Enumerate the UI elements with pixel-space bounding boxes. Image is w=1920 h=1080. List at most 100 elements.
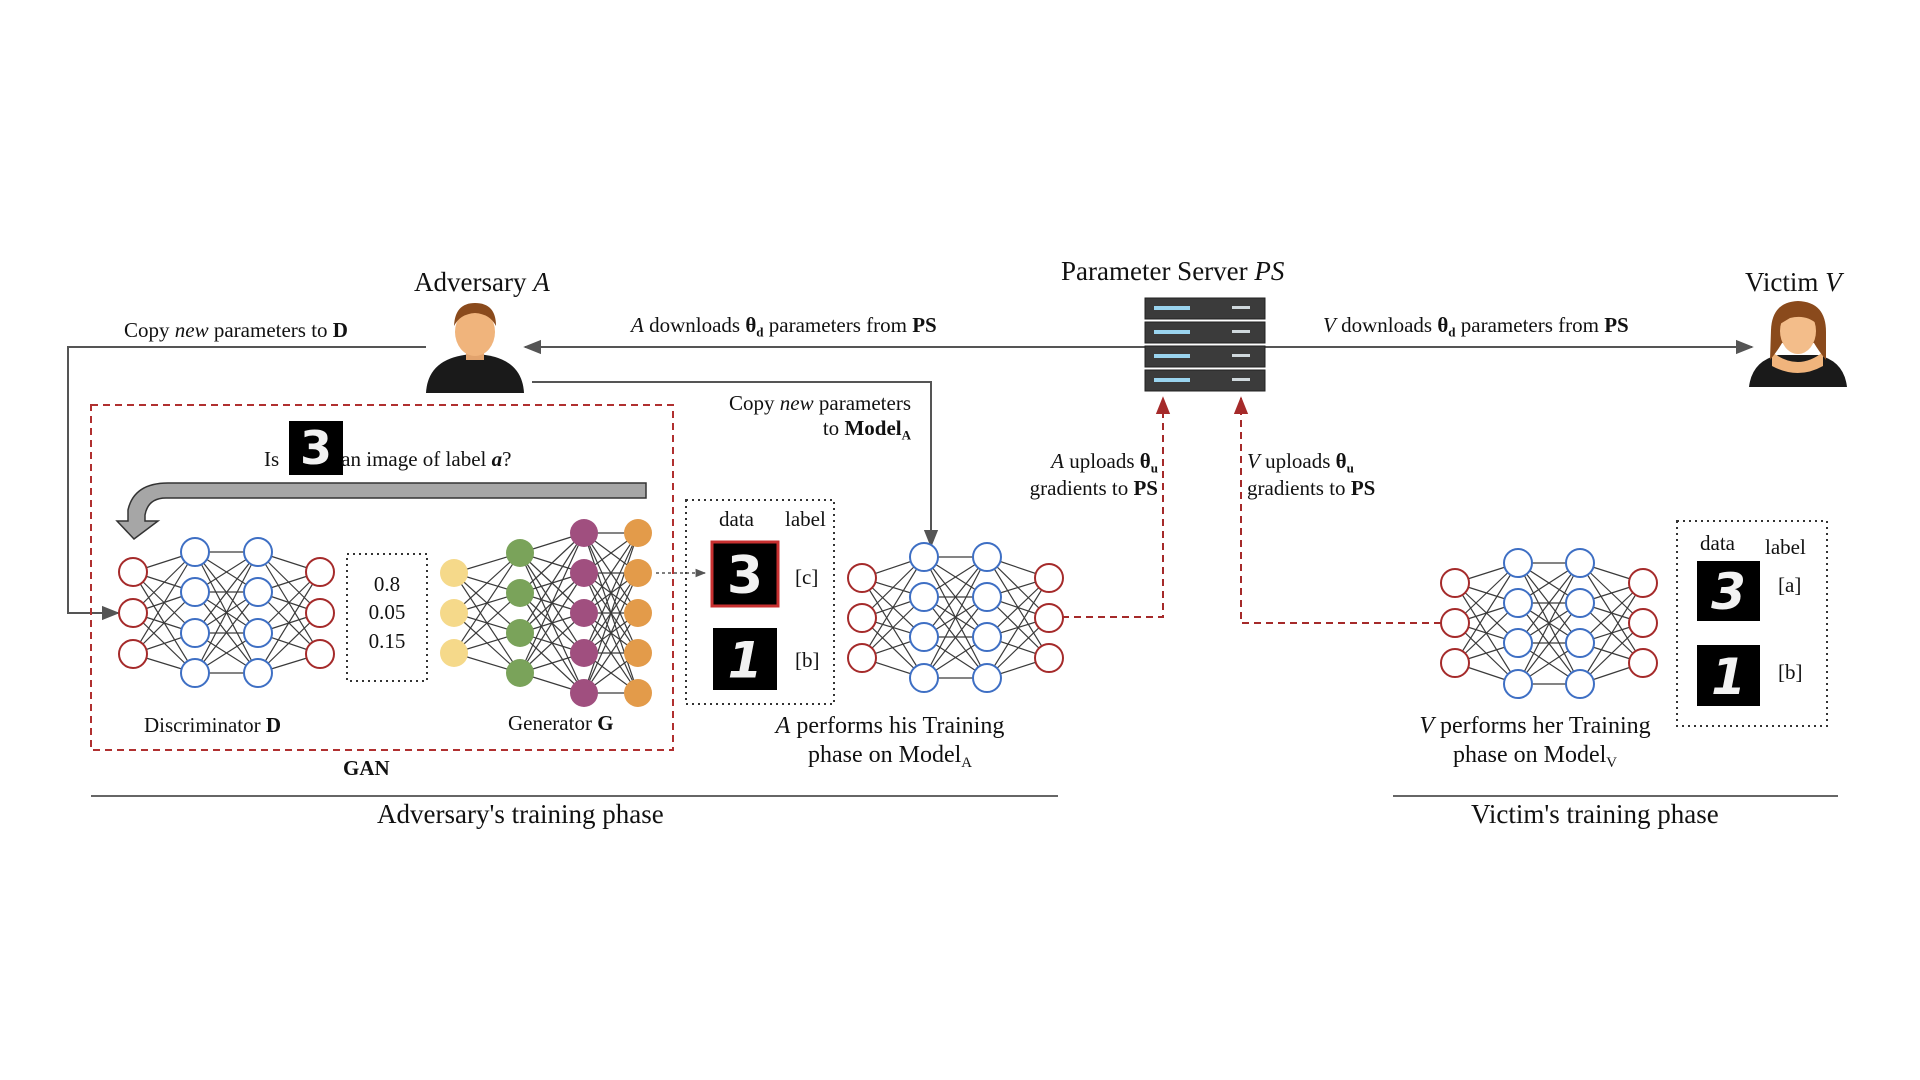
server-port xyxy=(1232,378,1250,381)
model-a-node xyxy=(972,582,1002,612)
model-a-node xyxy=(972,663,1002,693)
feedback-arrow xyxy=(115,482,647,541)
model-v-edge xyxy=(1517,562,1581,685)
model-v-node xyxy=(1503,588,1533,618)
model-a-node xyxy=(1034,603,1064,633)
model-a-edge xyxy=(923,556,988,679)
victim-digit-image-glyph: 3 xyxy=(1711,563,1746,621)
copy-to-d-arrow xyxy=(67,346,426,621)
discriminator-node xyxy=(180,537,210,567)
discriminator-node xyxy=(180,658,210,688)
generator-edge xyxy=(519,532,585,674)
model-a-node xyxy=(909,542,939,572)
generator-edge xyxy=(519,612,585,674)
adversary-phase-label: Adversary's training phase xyxy=(377,799,664,829)
generator-node xyxy=(624,599,652,627)
server-led xyxy=(1154,306,1190,310)
generator-node xyxy=(624,639,652,667)
model-a-node xyxy=(909,622,939,652)
generator-node xyxy=(570,639,598,667)
model-a-node xyxy=(847,603,877,633)
a-uploads-arrow xyxy=(1062,396,1171,618)
v-uploads-label: V uploads θu gradients to PS xyxy=(1247,449,1376,501)
generator-node xyxy=(570,519,598,547)
generator-node xyxy=(624,679,652,707)
adversary-training-label: A performs his Training phase on ModelA xyxy=(775,713,1005,771)
discriminator-node xyxy=(243,658,273,688)
discriminator-edge xyxy=(194,551,259,634)
model-v-node xyxy=(1628,568,1658,598)
discriminator-node xyxy=(180,618,210,648)
generator-edge xyxy=(453,552,521,654)
probability-value: 0.05 xyxy=(368,600,406,625)
server-unit xyxy=(1144,345,1266,368)
generator-node xyxy=(506,659,534,687)
gan-border xyxy=(90,404,674,751)
question-digit-image xyxy=(289,421,343,475)
discriminator-node xyxy=(243,537,273,567)
generator-node xyxy=(506,539,534,567)
discriminator-node xyxy=(118,557,148,587)
question-digit-image-glyph: 3 xyxy=(300,421,332,475)
adversary-title: Adversary A xyxy=(414,267,550,297)
generator-node xyxy=(440,559,468,587)
a-downloads-label: A downloads θd parameters from PS xyxy=(631,313,937,340)
model-v-edge xyxy=(1517,562,1581,644)
discriminator-node xyxy=(305,557,335,587)
discriminator-label: Discriminator D xyxy=(144,713,282,737)
generator-node xyxy=(570,599,598,627)
model-a-node xyxy=(972,542,1002,572)
generator-edge xyxy=(453,552,521,614)
adversary-digit-image xyxy=(713,628,777,690)
victim-digit-image xyxy=(1697,645,1760,706)
victim-row-label: [b] xyxy=(1778,660,1803,684)
victim-digit-image-glyph: 1 xyxy=(1711,648,1746,706)
discriminator-node xyxy=(305,598,335,628)
generator-edge xyxy=(583,572,639,694)
victim-digit-image xyxy=(1697,561,1760,621)
generator-edge xyxy=(583,532,639,654)
model-v-node xyxy=(1565,628,1595,658)
discriminator-node xyxy=(180,577,210,607)
adversary-label-header: label xyxy=(785,507,826,531)
generator-edge xyxy=(453,592,521,654)
generator-edge xyxy=(583,532,639,694)
model-v-node xyxy=(1440,608,1470,638)
server-led xyxy=(1154,354,1190,358)
victim-row-label: [a] xyxy=(1778,573,1802,597)
model-a-node xyxy=(847,643,877,673)
victim-phase-label: Victim's training phase xyxy=(1471,799,1719,829)
model-v-node xyxy=(1628,608,1658,638)
copy-to-d-label: Copy new parameters to D xyxy=(124,318,348,342)
model-v-edge xyxy=(1517,602,1581,685)
discriminator-node xyxy=(118,639,148,669)
server-rack-icon xyxy=(1144,297,1266,392)
adversary-data-box xyxy=(685,499,835,705)
discriminator-edge xyxy=(194,591,259,674)
model-a-node xyxy=(909,582,939,612)
generator-label: Generator G xyxy=(508,711,614,735)
victim-label-header: label xyxy=(1765,535,1806,559)
discriminator-edge xyxy=(132,551,196,655)
server-led xyxy=(1154,330,1190,334)
adversary-row-label: [b] xyxy=(795,648,820,672)
server-port xyxy=(1232,306,1250,309)
probability-box xyxy=(346,553,428,682)
server-unit xyxy=(1144,321,1266,344)
adversary-digit-image-glyph: 3 xyxy=(727,546,763,606)
generator-node xyxy=(570,559,598,587)
model-a-node xyxy=(972,622,1002,652)
a-uploads-label: A uploads θu gradients to PS xyxy=(1029,449,1158,501)
model-a-node xyxy=(909,663,939,693)
generator-edge xyxy=(519,532,585,634)
adversary-row-label: [c] xyxy=(795,565,819,589)
copy-to-model-arrow xyxy=(532,381,939,548)
model-a-edge xyxy=(923,556,988,638)
adversary-data-header: data xyxy=(719,507,754,531)
generator-node xyxy=(440,599,468,627)
server-unit xyxy=(1144,297,1266,320)
discriminator-node xyxy=(305,639,335,669)
